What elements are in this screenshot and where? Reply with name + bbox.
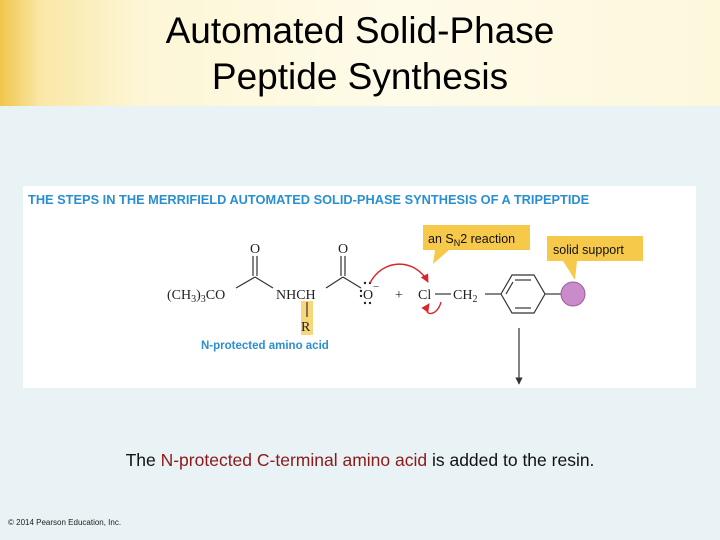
svg-text:CH2: CH2 xyxy=(453,288,477,305)
boc-text: (CH xyxy=(167,288,191,303)
benzene-ring xyxy=(500,274,561,314)
solid-support-callout: solid support xyxy=(547,236,643,280)
caption-part-2: is added to the resin. xyxy=(427,450,595,470)
carbonyl-oxygen-1: O xyxy=(250,242,260,257)
title-band xyxy=(0,0,720,106)
nucleophile-arrow xyxy=(369,263,429,284)
sn2-callout: an SN2 reaction xyxy=(423,225,530,264)
slide-title: Automated Solid-Phase Peptide Synthesis xyxy=(0,8,720,100)
slide-caption: The N-protected C-terminal amino acid is… xyxy=(0,450,720,471)
leaving-group-arrow xyxy=(421,301,442,315)
figure-heading: THE STEPS IN THE MERRIFIELD AUTOMATED SO… xyxy=(28,192,590,207)
reaction-scheme: an SN2 reaction solid support (CH3)3CO O… xyxy=(167,225,643,385)
slide-title-line-1: Automated Solid-Phase xyxy=(165,10,555,51)
amino-acid-label: N-protected amino acid xyxy=(201,340,329,352)
ch2-text: CH xyxy=(453,288,472,303)
sn2-callout-sub: N xyxy=(454,238,461,248)
sn2-callout-prefix: an S xyxy=(428,232,454,246)
boc-sub1: 3 xyxy=(191,294,196,305)
negative-charge: − xyxy=(373,281,379,293)
plus-sign: + xyxy=(395,288,403,303)
solid-support-label: solid support xyxy=(553,243,624,257)
boc-end: CO xyxy=(206,288,225,303)
caption-highlight: N-protected C-terminal amino acid xyxy=(160,450,428,470)
svg-text:an SN2 reaction: an SN2 reaction xyxy=(428,232,515,248)
nhch-text: NHCH xyxy=(276,288,316,303)
slide-title-line-2: Peptide Synthesis xyxy=(211,56,509,97)
boc-amino-acid-structure: (CH3)3CO O NHCH O R O − + Cl xyxy=(167,242,501,335)
chlorine: Cl xyxy=(418,288,431,303)
ch2-sub: 2 xyxy=(472,294,477,305)
boc-mid: ) xyxy=(196,288,201,303)
carbonyl-oxygen-2: O xyxy=(338,242,348,257)
caption-part-1: The xyxy=(125,450,161,470)
r-group: R xyxy=(301,320,311,335)
carboxylate-oxygen: O xyxy=(363,288,373,303)
svg-text:(CH3)3CO: (CH3)3CO xyxy=(167,288,225,305)
reaction-figure: THE STEPS IN THE MERRIFIELD AUTOMATED SO… xyxy=(23,186,696,388)
resin-bead xyxy=(560,281,586,307)
sn2-callout-suffix: 2 reaction xyxy=(460,232,515,246)
copyright-notice: © 2014 Pearson Education, Inc. xyxy=(8,518,122,527)
boc-sub2: 3 xyxy=(201,294,206,305)
